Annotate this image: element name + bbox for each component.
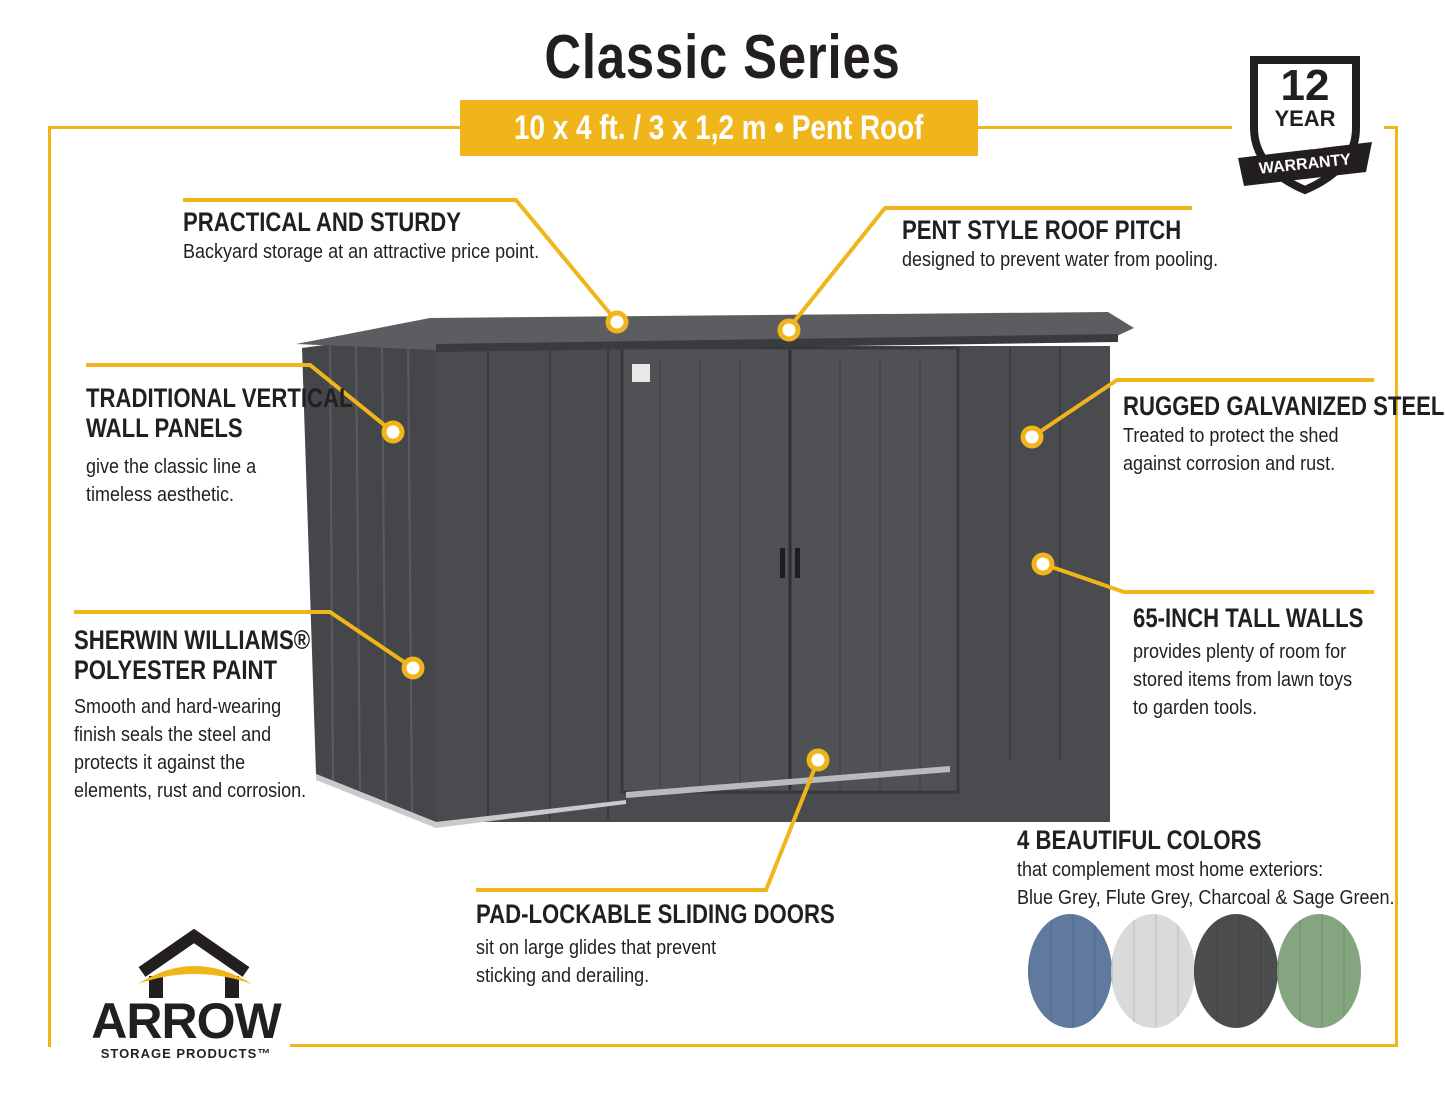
callout-steel: RUGGED GALVANIZED STEEL Treated to prote… <box>1123 391 1445 478</box>
house-roof-icon <box>138 928 252 998</box>
warranty-badge: 12 YEAR LIMITED WARRANTY <box>1230 50 1380 200</box>
colors-desc-line: that complement most home exteriors: <box>1017 858 1324 881</box>
callout-desc: designed to prevent water from pooling. <box>902 248 1219 271</box>
page-title: Classic Series <box>544 23 901 92</box>
callout-desc-line: protects it against the <box>74 752 246 775</box>
callout-desc-line: finish seals the steel and <box>74 724 272 747</box>
warranty-number: 12 <box>1280 61 1330 110</box>
callout-heading: PAD-LOCKABLE SLIDING DOORS <box>476 899 835 929</box>
frame-top-right <box>978 126 1232 129</box>
color-swatch-sage-green <box>1277 914 1361 1028</box>
door-glide-track <box>626 766 950 798</box>
callout-paint: SHERWIN WILLIAMS® POLYESTER PAINT Smooth… <box>74 625 362 805</box>
door-handle-right <box>795 548 800 578</box>
callout-heading: PRACTICAL AND STURDY <box>183 207 461 237</box>
color-swatch-charcoal <box>1194 914 1278 1028</box>
callout-heading: PENT STYLE ROOF PITCH <box>902 215 1182 245</box>
callout-panels: TRADITIONAL VERTICAL WALL PANELS give th… <box>86 383 411 509</box>
frame-top-right-end <box>1384 126 1398 129</box>
callout-walls: 65-INCH TALL WALLS provides plenty of ro… <box>1133 603 1414 722</box>
colors-heading: 4 BEAUTIFUL COLORS <box>1017 825 1262 855</box>
callout-desc-line: against corrosion and rust. <box>1123 452 1336 475</box>
subtitle-text: 10 x 4 ft. / 3 x 1,2 m • Pent Roof <box>514 108 924 147</box>
subtitle-banner: 10 x 4 ft. / 3 x 1,2 m • Pent Roof <box>460 100 978 156</box>
color-swatch-blue-grey <box>1028 914 1112 1028</box>
callout-heading-line: WALL PANELS <box>86 412 243 443</box>
brand-tagline: STORAGE PRODUCTS™ <box>100 1046 272 1061</box>
door-handle-left <box>780 548 785 578</box>
callout-desc-line: stored items from lawn toys <box>1133 668 1353 691</box>
callout-desc-line: elements, rust and corrosion. <box>74 780 307 803</box>
callout-desc: Backyard storage at an attractive price … <box>183 240 540 263</box>
callout-desc-line: give the classic line a <box>86 456 257 479</box>
frame-left <box>48 126 51 1047</box>
warranty-year: YEAR <box>1274 106 1336 131</box>
frame-bottom <box>290 1044 1398 1047</box>
arrow-logo: ARROW STORAGE PRODUCTS™ <box>76 928 296 1068</box>
frame-right <box>1395 126 1398 1047</box>
callout-desc-line: sit on large glides that prevent <box>476 936 717 959</box>
callout-desc-line: timeless aesthetic. <box>86 484 235 507</box>
callout-desc-line: to garden tools. <box>1133 696 1258 719</box>
frame-top-left <box>48 126 460 129</box>
color-swatch-flute-grey <box>1111 914 1195 1028</box>
callout-heading-line: SHERWIN WILLIAMS® <box>74 625 311 655</box>
colors-section: 4 BEAUTIFUL COLORS that complement most … <box>1017 825 1436 912</box>
callout-practical: PRACTICAL AND STURDY Backyard storage at… <box>183 207 579 266</box>
callout-desc-line: provides plenty of room for <box>1133 640 1347 663</box>
shed-side-wall <box>302 330 436 822</box>
callout-desc-line: sticking and derailing. <box>476 964 650 987</box>
arrow-badge <box>632 364 650 382</box>
callout-desc-line: Treated to protect the shed <box>1123 424 1339 447</box>
callout-desc-line: Smooth and hard-wearing <box>74 696 282 719</box>
colors-desc-line: Blue Grey, Flute Grey, Charcoal & Sage G… <box>1017 886 1395 909</box>
callout-heading-line: POLYESTER PAINT <box>74 654 278 685</box>
callout-heading: RUGGED GALVANIZED STEEL <box>1123 391 1445 421</box>
callout-heading-line: TRADITIONAL VERTICAL <box>86 383 353 413</box>
callout-roof: PENT STYLE ROOF PITCH designed to preven… <box>902 215 1253 274</box>
shield-icon <box>1238 56 1372 195</box>
callout-heading: 65-INCH TALL WALLS <box>1133 603 1364 633</box>
brand-name: ARROW <box>91 993 281 1049</box>
callout-doors: PAD-LOCKABLE SLIDING DOORS sit on large … <box>476 899 914 990</box>
